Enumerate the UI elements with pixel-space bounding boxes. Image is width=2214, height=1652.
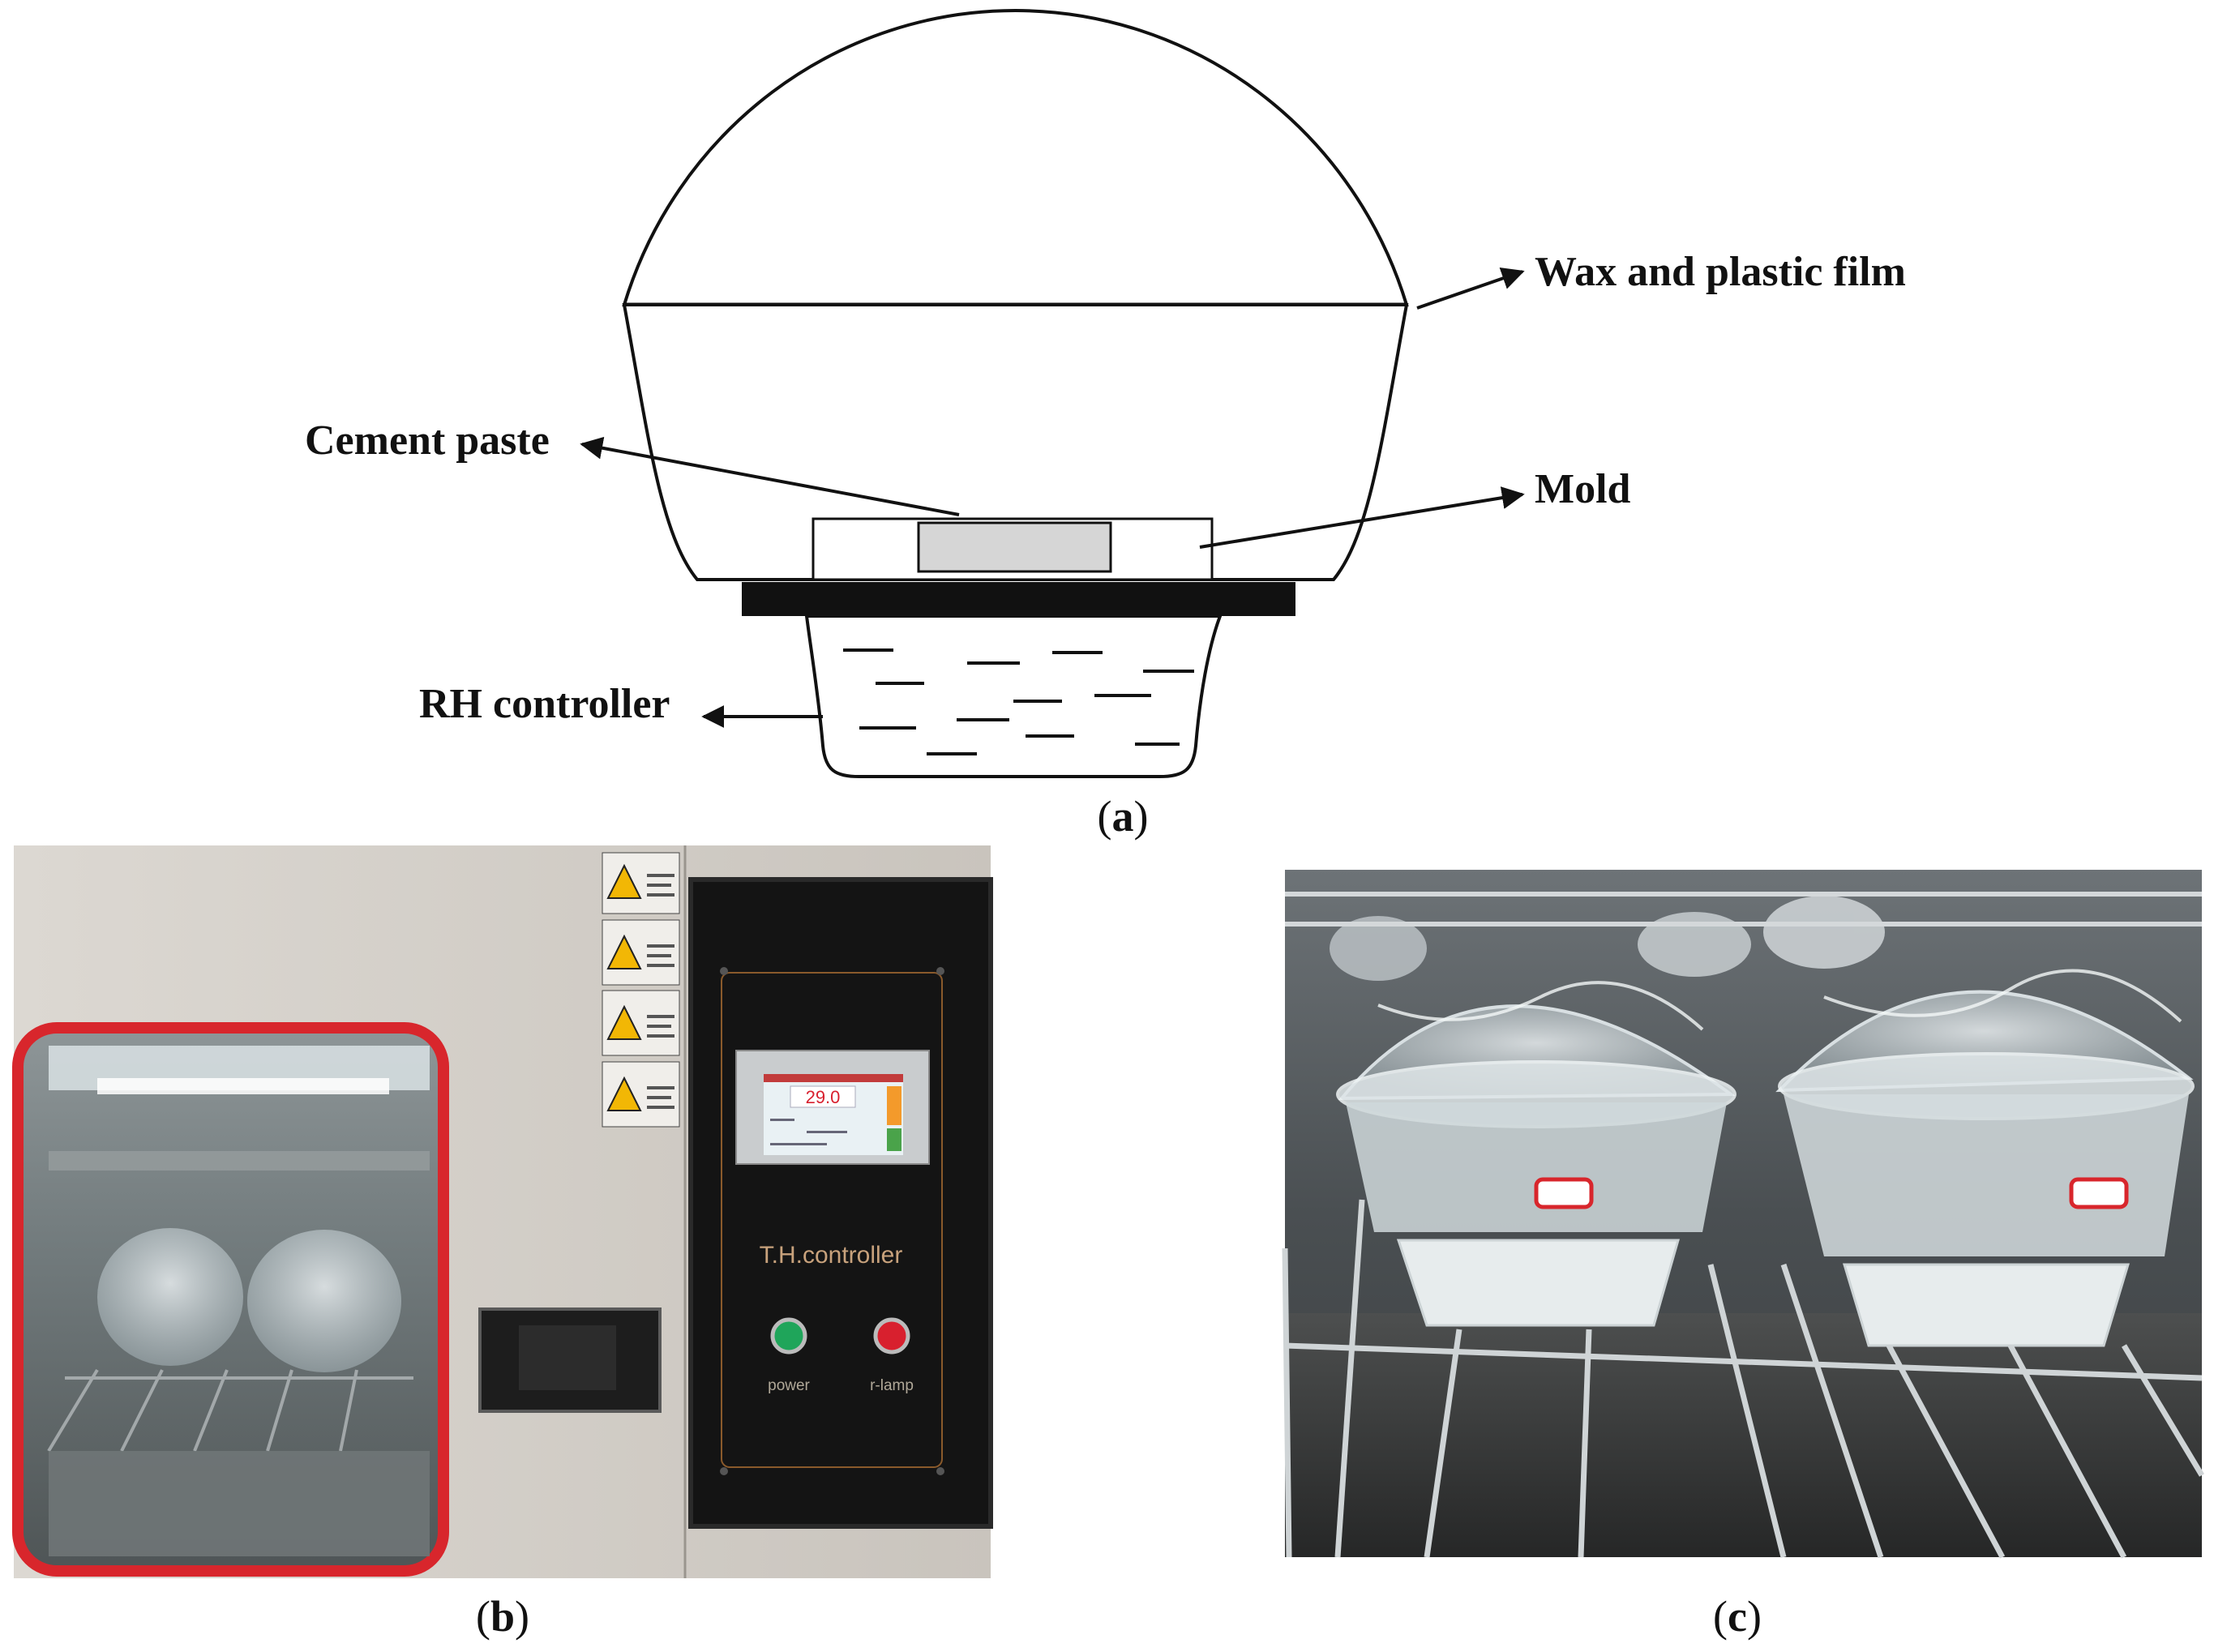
power-button[interactable] (770, 1317, 807, 1355)
panel-screw (720, 1467, 728, 1475)
controller-panel (688, 877, 993, 1529)
door-handle-grip (519, 1325, 616, 1390)
diagram-a: Wax and plastic film Cement paste Mold R… (305, 9, 1906, 841)
label-rh-controller: RH controller (419, 681, 670, 727)
controller-panel-outline (721, 972, 943, 1468)
label-wax-film: Wax and plastic film (1535, 249, 1906, 295)
background-jars (1330, 896, 1885, 981)
cement-paste-shape (917, 521, 1112, 573)
desiccator-right (1775, 969, 2195, 1347)
display-side-button[interactable] (887, 1086, 901, 1125)
photo-b: 29.0 T.H.controller power r-lamp (b) (12, 845, 993, 1641)
caption-b-letter: b (490, 1592, 515, 1641)
wax-film-arrow (1416, 267, 1525, 310)
cement-paste-arrow (580, 436, 960, 516)
caption-a-letter: a (1112, 792, 1134, 841)
sample-tag (1534, 1177, 1594, 1209)
caption-c-letter: c (1728, 1592, 1747, 1641)
warning-icon (606, 863, 642, 899)
shelf-rack-top (1285, 892, 2202, 927)
warning-stickers (602, 852, 680, 1128)
window-interior (47, 1046, 430, 1556)
label-cement-paste: Cement paste (305, 417, 550, 464)
display-readout-lines (770, 1119, 847, 1145)
rh-bowl (804, 614, 1223, 778)
shelf-rack-front (1282, 1199, 2205, 1559)
panel-screw (936, 1467, 944, 1475)
display-side-button[interactable] (887, 1128, 901, 1151)
desiccator-lid (622, 9, 1409, 306)
perforated-plate (742, 582, 1295, 616)
warning-icon (606, 1004, 642, 1040)
controller-title: T.H.controller (760, 1242, 903, 1269)
warning-icon (606, 934, 642, 969)
label-mold: Mold (1535, 466, 1631, 512)
display-value-box (790, 1085, 856, 1108)
desiccator-left (1336, 981, 1737, 1327)
rh-solution-dashes (843, 648, 1194, 755)
lamp-button[interactable] (873, 1317, 910, 1355)
desiccator-body (622, 303, 1409, 581)
mold-arrow (1199, 486, 1525, 549)
panel-screw (936, 967, 944, 975)
warning-icon (606, 1076, 642, 1111)
lamp-label: r-lamp (870, 1377, 914, 1394)
caption-a: (a) (1098, 792, 1149, 841)
sample-tag (2069, 1177, 2129, 1209)
power-label: power (768, 1377, 810, 1394)
display-header-bar (764, 1074, 903, 1082)
caption-b: (b) (476, 1592, 529, 1641)
panel-screw (720, 967, 728, 975)
photo-c: (c) (1282, 870, 2205, 1641)
display-value: 29.0 (806, 1087, 841, 1107)
caption-c: (c) (1713, 1592, 1762, 1641)
